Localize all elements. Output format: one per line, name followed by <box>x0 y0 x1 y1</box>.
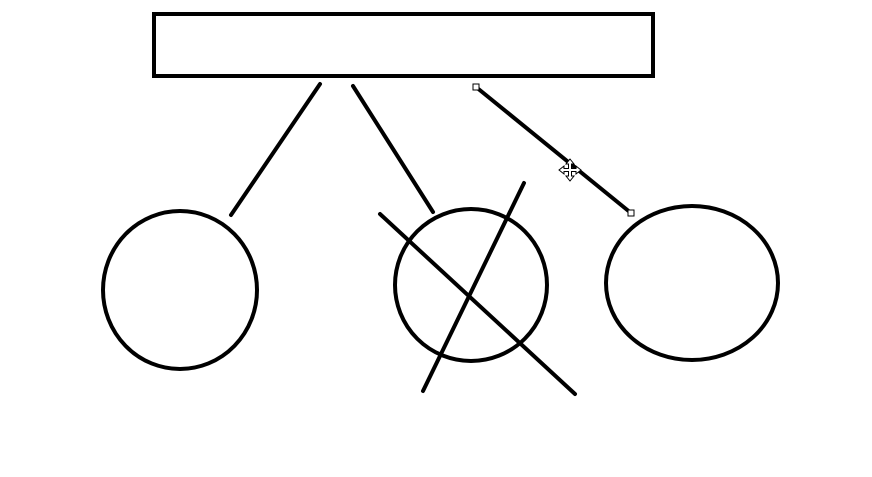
right-circle[interactable] <box>604 204 780 362</box>
connector-left[interactable] <box>229 82 322 217</box>
root-box[interactable] <box>152 12 655 78</box>
selection-handle-end[interactable] <box>627 209 635 217</box>
selection-handle-start[interactable] <box>472 83 480 91</box>
left-circle[interactable] <box>101 209 259 371</box>
move-cursor-icon <box>558 158 582 182</box>
connector-right[interactable] <box>472 83 635 217</box>
connector-middle[interactable] <box>351 84 435 214</box>
middle-circle[interactable] <box>393 207 549 363</box>
cross-out-stroke-1[interactable] <box>378 212 577 396</box>
cross-out-stroke-2[interactable] <box>421 181 526 393</box>
